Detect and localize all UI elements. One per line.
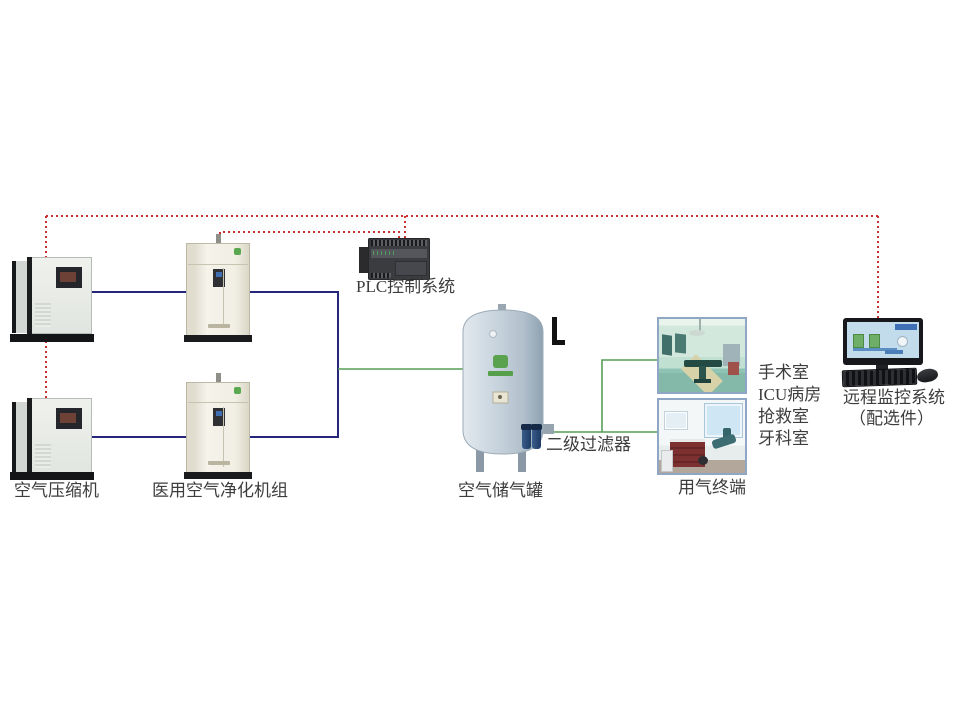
compressor-side-panel [12,261,31,333]
label-air-purifier: 医用空气净化机组 [152,481,288,500]
purifier-brand-logo [234,248,241,255]
compressor-base [10,334,94,342]
tank-top-nozzle [498,304,506,313]
compressor-base [10,472,94,480]
scada-title-bar [895,324,917,330]
operating-table-base [694,379,711,383]
photo-dental-room [657,398,747,475]
label-secondary-filter: 二级过滤器 [546,435,631,454]
compressor-control-panel [56,408,82,429]
air-purifier-unit-2 [184,373,252,479]
plc-front-door [395,261,427,276]
purifier-header-seam [188,263,248,265]
compressor-vent-grille [35,303,51,327]
air-purifier-unit-1 [184,234,252,342]
compressor-corner-post [27,398,32,475]
tank-brand-text [488,371,513,376]
purifier-control-panel [213,269,225,287]
purifier-brand-logo [234,387,241,394]
dental-stool [698,456,708,465]
plc-side-module [359,247,369,273]
air-compressor-1 [10,257,94,342]
tank-outlet-port [540,424,554,434]
purifier-base [184,335,252,342]
keyboard [841,367,918,388]
compressor-control-panel [56,267,82,288]
label-room-emergency: 抢救室 [758,407,809,426]
tank-leg-left [476,448,484,472]
scada-status-bar [885,350,903,354]
dental-appliance [661,450,673,472]
mouse [915,366,940,385]
compressor-side-panel [12,402,31,474]
label-gas-terminal: 用气终端 [678,478,746,497]
scada-pipe-line [853,348,897,351]
photo-operating-room [657,317,747,394]
tank-level-pipe-elbow [552,340,565,345]
secondary-filter-1 [521,424,532,449]
air-compressor-2 [10,398,94,480]
tank-leg-right [518,448,526,472]
plc-led-row [373,251,397,255]
operating-room-equipment [723,344,740,366]
label-room-list: 手术室 ICU病房 抢救室 牙科室 [758,362,821,450]
secondary-filter-2 [531,424,542,449]
operating-table-top [684,360,722,367]
plc-terminal-strip-top [371,240,427,246]
operating-room-window [662,334,672,356]
purifier-control-panel [213,408,225,426]
monitor-screen [847,322,919,358]
label-plc-system: PLC控制系统 [356,277,456,296]
label-room-dental: 牙科室 [758,429,809,448]
surgical-light [689,330,705,336]
purifier-base [184,472,252,479]
dental-room-window-small [665,412,687,429]
plc-controller [359,238,430,280]
operating-room-window [675,333,686,354]
tank-level-pipe [552,317,557,345]
purifier-door-seam [223,407,224,467]
tank-vessel [462,309,544,455]
scada-unit-block [869,334,880,348]
label-air-tank: 空气储气罐 [458,481,543,500]
label-remote-monitoring: 远程监控系统 [843,388,945,407]
compressor-corner-post [27,257,32,334]
compressor-display [60,413,76,423]
label-remote-optional: （配选件） [849,409,934,428]
tank-gauge-dot [498,395,502,399]
purifier-model-mark [208,324,230,328]
air-storage-tank [462,304,554,472]
operating-table-pedestal [699,366,706,381]
purifier-top-fitting [216,373,221,383]
compressor-display [60,272,76,282]
operating-room-cart [728,362,739,375]
purifier-door-seam [223,268,224,328]
purifier-top-fitting [216,234,221,244]
label-room-icu: ICU病房 [758,385,822,404]
plc-status-band [371,249,427,258]
compressor-vent-grille [35,444,51,468]
label-air-compressor: 空气压缩机 [14,481,99,500]
purifier-model-mark [208,461,230,465]
purifier-header-seam [188,402,248,404]
surgical-light-arm [699,319,701,333]
scada-unit-block [853,334,864,348]
label-room-operating: 手术室 [758,363,809,382]
pipe-branch-terminal1 [601,359,657,432]
scada-tank-symbol [897,336,908,347]
tank-brand-logo [493,355,508,368]
plc-terminal-strip-bottom [371,273,391,278]
tank-sight-port [489,330,497,338]
